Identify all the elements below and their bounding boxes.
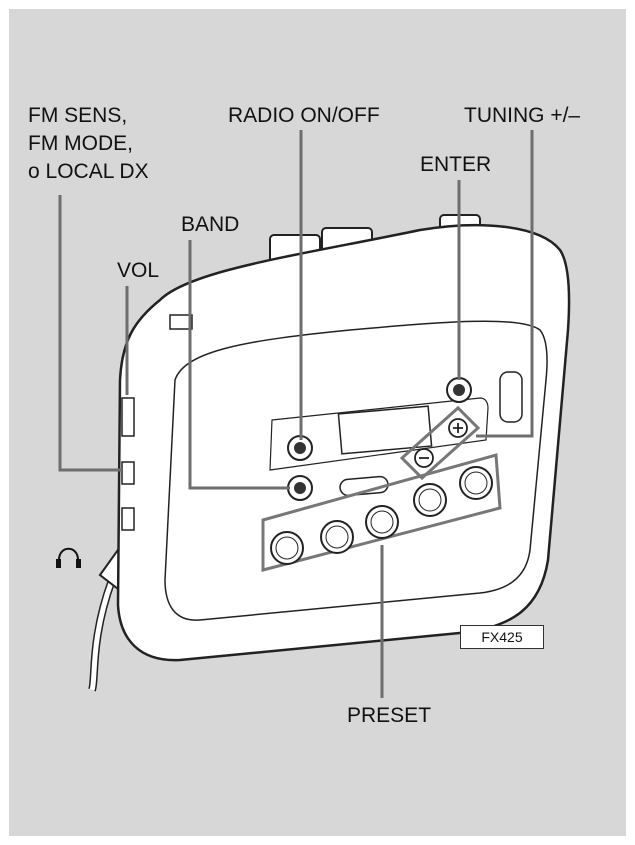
band-button-center [294, 482, 306, 494]
label-band: BAND [181, 213, 240, 236]
leader-fm-sens [58, 195, 122, 472]
label-fm-sens-line1: FM SENS, [28, 104, 128, 127]
plus-icon [453, 423, 463, 433]
leader-tuning [476, 130, 534, 438]
side-switch-bottom [121, 507, 135, 531]
label-fm-sens-line2: FM MODE, [28, 132, 133, 155]
control-panel-outline [269, 397, 489, 471]
preset-group-highlight [261, 453, 502, 572]
device-front-panel [164, 320, 548, 621]
cable-inner [89, 579, 115, 691]
headphone-icon [56, 547, 81, 568]
label-fm-sens-line3: o LOCAL DX [28, 160, 149, 183]
enter-button-center [453, 384, 465, 396]
side-slider [499, 371, 523, 423]
fm-sens-switch [121, 461, 135, 485]
tuning-group-highlight [399, 405, 481, 481]
label-tuning: TUNING +/– [464, 104, 581, 127]
vol-wheel [121, 397, 135, 437]
label-vol: VOL [117, 259, 160, 282]
radio-on-off-button-center [294, 442, 306, 454]
side-switch-top [169, 314, 193, 330]
model-number-box: FX425 [460, 625, 544, 649]
label-preset: PRESET [347, 704, 432, 727]
label-enter: ENTER [420, 153, 492, 176]
leader-band [188, 240, 290, 490]
display-window [337, 405, 433, 455]
label-radio-on-off: RADIO ON/OFF [228, 104, 380, 127]
